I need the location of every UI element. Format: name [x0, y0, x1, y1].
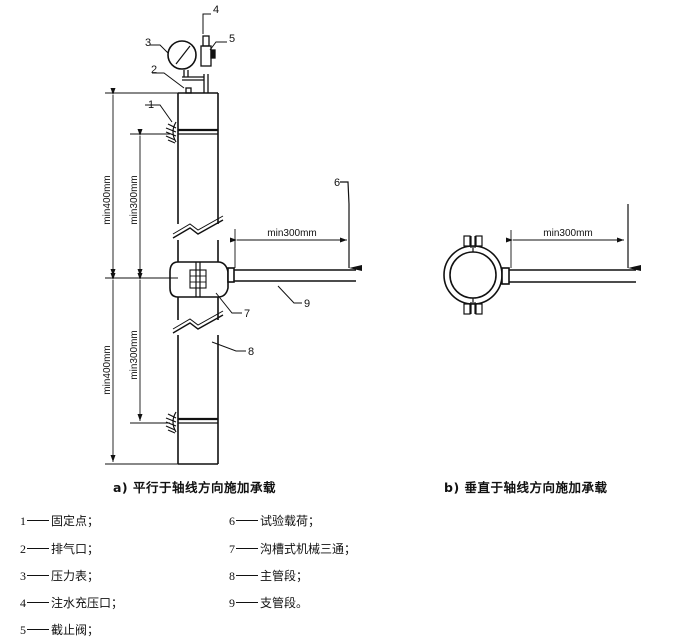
part-b-diagram — [443, 204, 641, 315]
legend-item-6: 6 试验载荷； — [229, 512, 320, 529]
fixed-point-hatch-lower — [165, 411, 177, 434]
legend-dash — [27, 547, 49, 549]
callout-9: 9 — [304, 298, 310, 310]
legend-num: 1 — [20, 514, 26, 528]
callout-6: 6 — [334, 177, 340, 189]
gauge-needle — [175, 45, 191, 65]
pressure-gauge — [167, 40, 197, 70]
branch-pipe-a — [234, 269, 356, 282]
legend-num: 3 — [20, 569, 26, 583]
lower-support-band — [178, 417, 218, 424]
part-a-diagram — [105, 13, 362, 465]
legend-num: 4 — [20, 596, 26, 610]
leader-lines — [145, 13, 302, 352]
legend-dash — [27, 519, 49, 521]
legend-item-5: 5 截止阀； — [20, 621, 99, 638]
dim-lower-400: min400mm — [102, 345, 113, 394]
callout-3: 3 — [145, 37, 151, 49]
legend-item-2: 2 排气口； — [20, 540, 99, 557]
legend-dash — [236, 574, 258, 576]
legend-num: 5 — [20, 623, 26, 637]
legend-text: 试验载荷； — [260, 514, 321, 528]
legend-text: 压力表； — [51, 569, 100, 583]
dimension-lines-a — [105, 88, 347, 465]
dim-upper-400: min400mm — [102, 175, 113, 224]
fixed-point-hatch-upper — [165, 121, 177, 144]
legend-dash — [236, 519, 258, 521]
legend-text: 沟槽式机械三通； — [260, 542, 357, 556]
legend-text: 主管段； — [260, 569, 309, 583]
break-line-upper — [172, 219, 224, 239]
break-line-lower — [172, 314, 224, 334]
callout-2: 2 — [151, 64, 157, 76]
dim-upper-300: min300mm — [129, 175, 140, 224]
callout-5: 5 — [229, 33, 235, 45]
legend-item-1: 1 固定点； — [20, 512, 99, 529]
clamp-ring — [443, 235, 510, 315]
legend-text: 截止阀； — [51, 623, 100, 637]
callout-7: 7 — [244, 308, 250, 320]
callout-4: 4 — [213, 4, 219, 16]
caption-part-a: a) 平行于轴线方向施加承载 — [113, 480, 277, 495]
dim-lower-300: min300mm — [129, 330, 140, 379]
dimension-lines-b — [506, 230, 624, 268]
legend-num: 8 — [229, 569, 235, 583]
legend-dash — [236, 547, 258, 549]
legend-dash — [27, 628, 49, 630]
vent-port — [185, 87, 192, 94]
legend-text: 注水充压口； — [51, 596, 124, 610]
legend-dash — [236, 601, 258, 603]
branch-pipe-b — [509, 269, 636, 283]
main-pipe — [177, 92, 219, 465]
legend-num: 2 — [20, 542, 26, 556]
legend-item-8: 8 主管段； — [229, 567, 308, 584]
legend-text: 固定点； — [51, 514, 100, 528]
dim-branch-300-a: min300mm — [267, 228, 316, 239]
upper-support-band — [178, 128, 218, 135]
break-line-lower-2 — [172, 310, 224, 330]
test-load-arrow-a — [340, 181, 362, 271]
stop-valve — [200, 35, 216, 67]
legend-num: 9 — [229, 596, 235, 610]
legend-num: 6 — [229, 514, 235, 528]
dim-branch-300-b: min300mm — [543, 228, 592, 239]
legend-item-4: 4 注水充压口； — [20, 594, 123, 611]
callout-1: 1 — [148, 99, 154, 111]
legend-dash — [27, 574, 49, 576]
break-line-upper-2 — [172, 215, 224, 235]
legend-text: 支管段。 — [260, 596, 309, 610]
legend-dash — [27, 601, 49, 603]
callout-8: 8 — [248, 346, 254, 358]
legend-item-9: 9 支管段。 — [229, 594, 308, 611]
legend-item-7: 7 沟槽式机械三通； — [229, 540, 356, 557]
legend-text: 排气口； — [51, 542, 100, 556]
top-fittings — [182, 70, 209, 94]
legend-item-3: 3 压力表； — [20, 567, 99, 584]
caption-part-b: b) 垂直于轴线方向施加承载 — [444, 480, 608, 495]
legend-num: 7 — [229, 542, 235, 556]
grooved-tee — [169, 261, 235, 298]
